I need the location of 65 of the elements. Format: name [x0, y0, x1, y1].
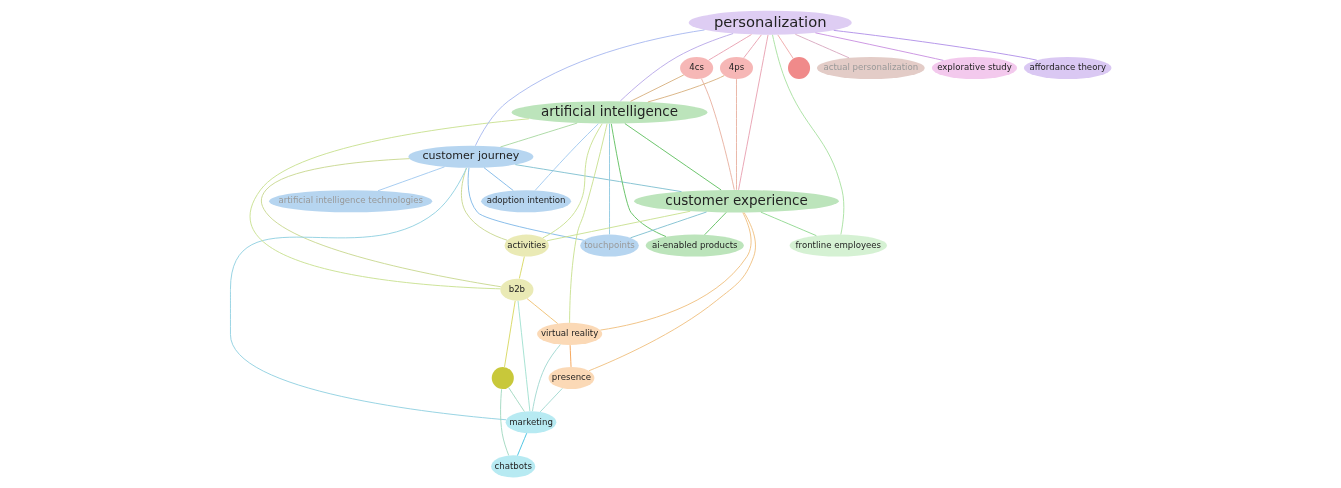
node-ellipse: presence	[548, 367, 594, 390]
connector	[526, 298, 558, 324]
connector	[483, 167, 514, 191]
connector	[229, 167, 507, 421]
node-ellipse: touchpoints	[579, 234, 639, 257]
connector	[588, 212, 756, 372]
connector	[518, 256, 525, 279]
connector	[260, 158, 501, 288]
connector	[735, 78, 737, 191]
connector	[646, 75, 725, 103]
connector	[771, 34, 844, 235]
node-ellipse: customer journey	[407, 145, 533, 168]
connector	[534, 123, 599, 191]
node-ellipse: chatbots	[490, 455, 535, 478]
connector	[814, 32, 944, 61]
connector	[707, 34, 752, 61]
node-ellipse: affordance theory	[1023, 56, 1112, 79]
connector	[794, 33, 850, 59]
connector	[832, 29, 1037, 61]
connector	[737, 34, 768, 191]
node-ellipse: 4ps	[719, 56, 753, 79]
node-ellipse: b2b	[499, 278, 533, 301]
node-ellipse: adoption intention	[480, 190, 571, 213]
node-circle	[491, 367, 514, 390]
connector	[516, 432, 527, 456]
node-ellipse: 4cs	[679, 56, 713, 79]
connector	[608, 123, 610, 235]
node-ellipse: actual personalization	[816, 56, 925, 79]
connector	[623, 123, 722, 191]
connector	[499, 388, 509, 456]
connector	[249, 118, 529, 290]
node-ellipse: frontline employees	[789, 234, 887, 257]
node-ellipse: artificial intelligence	[511, 101, 707, 124]
connector	[541, 123, 603, 239]
connector	[546, 210, 691, 242]
node-ellipse: marketing	[505, 411, 556, 434]
connector	[503, 300, 516, 368]
connector	[776, 34, 794, 59]
node-circle	[787, 56, 810, 79]
connector	[759, 211, 817, 237]
connector	[514, 164, 682, 193]
connector	[599, 212, 752, 331]
connector	[610, 123, 666, 237]
node-ellipse: personalization	[688, 10, 852, 35]
connector	[499, 122, 578, 148]
connector	[703, 212, 727, 236]
connector	[467, 167, 584, 241]
connector	[700, 78, 735, 191]
connector	[531, 344, 561, 412]
connector	[629, 74, 684, 102]
connector	[742, 34, 762, 59]
connector	[377, 166, 445, 192]
node-ellipse: artificial intelligence technologies	[268, 190, 432, 213]
node-ellipse: activities	[504, 234, 549, 257]
connector	[539, 387, 563, 413]
connector	[629, 211, 707, 239]
connector	[619, 33, 734, 102]
node-ellipse: virtual reality	[536, 322, 602, 345]
connector	[569, 344, 571, 368]
node-ellipse: ai-enabled products	[645, 234, 744, 257]
connector	[507, 387, 525, 412]
connector	[568, 123, 607, 324]
connector	[517, 300, 530, 412]
node-ellipse: customer experience	[633, 189, 839, 213]
node-ellipse: explorative study	[931, 56, 1017, 79]
